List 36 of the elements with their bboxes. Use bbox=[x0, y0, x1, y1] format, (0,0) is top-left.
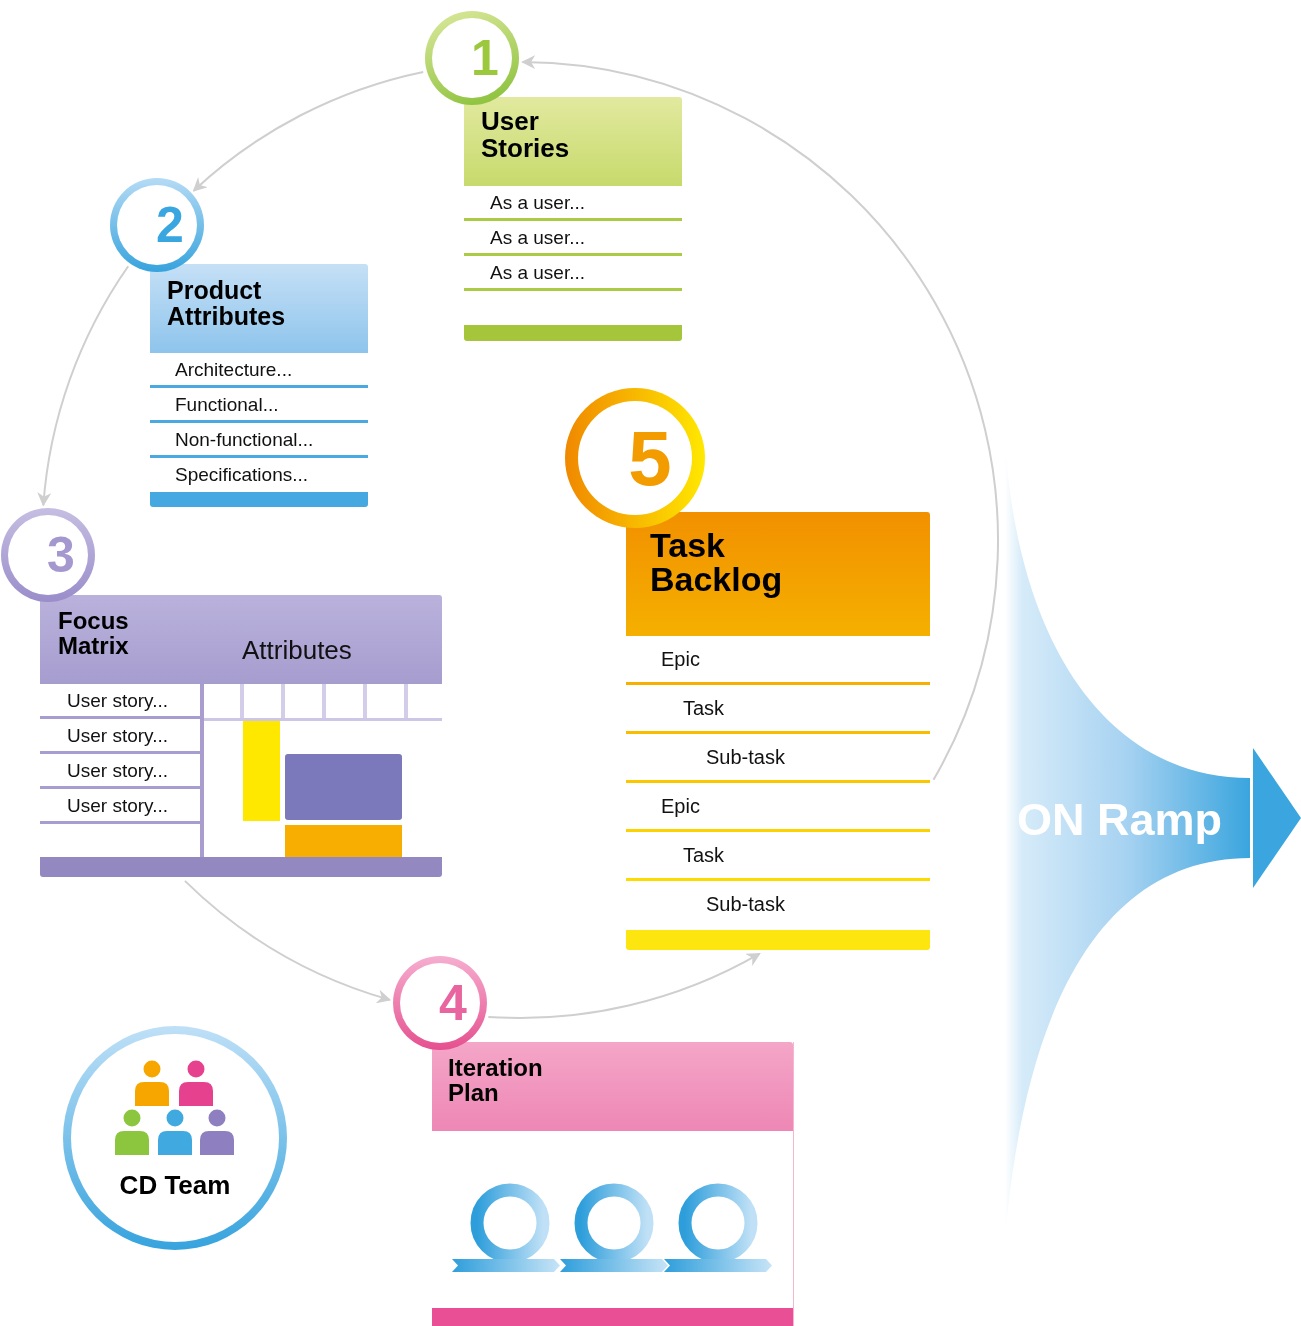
list-item-text: Task bbox=[683, 845, 725, 865]
list-item-text: Sub-task bbox=[706, 747, 785, 767]
list-item-text: Task bbox=[683, 698, 725, 718]
step-number: 3 bbox=[46, 530, 75, 580]
step-number: 2 bbox=[155, 200, 184, 250]
list-item-text: Functional... bbox=[175, 394, 279, 414]
matrix-row-label: User story... bbox=[67, 690, 168, 710]
cycle-arrow bbox=[192, 70, 425, 192]
ramp-label: ON Ramp bbox=[1017, 797, 1223, 842]
list-item-text: Architecture... bbox=[175, 359, 293, 379]
list-item-text: Sub-task bbox=[706, 894, 785, 914]
column-heading: Attributes bbox=[242, 637, 352, 663]
card-title: Product Attributes bbox=[167, 277, 286, 330]
list-item-text: Epic bbox=[661, 649, 700, 669]
cycle-arrow bbox=[487, 952, 761, 1019]
cycle-arrow bbox=[37, 265, 130, 507]
list-item-text: Specifications... bbox=[175, 464, 309, 484]
list-item-text: As a user... bbox=[490, 227, 586, 247]
card-title: Task Backlog bbox=[650, 528, 783, 596]
list-item-text: As a user... bbox=[490, 262, 586, 282]
step-number: 4 bbox=[438, 978, 467, 1028]
step-number: 1 bbox=[470, 33, 499, 83]
team-label: CD Team bbox=[119, 1172, 231, 1198]
matrix-row-label: User story... bbox=[67, 760, 168, 780]
card-title: Iteration Plan bbox=[448, 1055, 543, 1106]
card-title: Focus Matrix bbox=[58, 608, 129, 659]
plan-card bbox=[432, 1042, 794, 1326]
list-item-text: As a user... bbox=[490, 192, 586, 212]
card-title: User Stories bbox=[481, 108, 570, 163]
matrix-row-label: User story... bbox=[67, 795, 168, 815]
cycle-arrow bbox=[521, 55, 999, 781]
matrix-row-label: User story... bbox=[67, 725, 168, 745]
cycle-arrow bbox=[183, 879, 392, 1003]
list-item-text: Non-functional... bbox=[175, 429, 314, 449]
list-item-text: Epic bbox=[661, 796, 700, 816]
step-number: 5 bbox=[627, 419, 672, 497]
